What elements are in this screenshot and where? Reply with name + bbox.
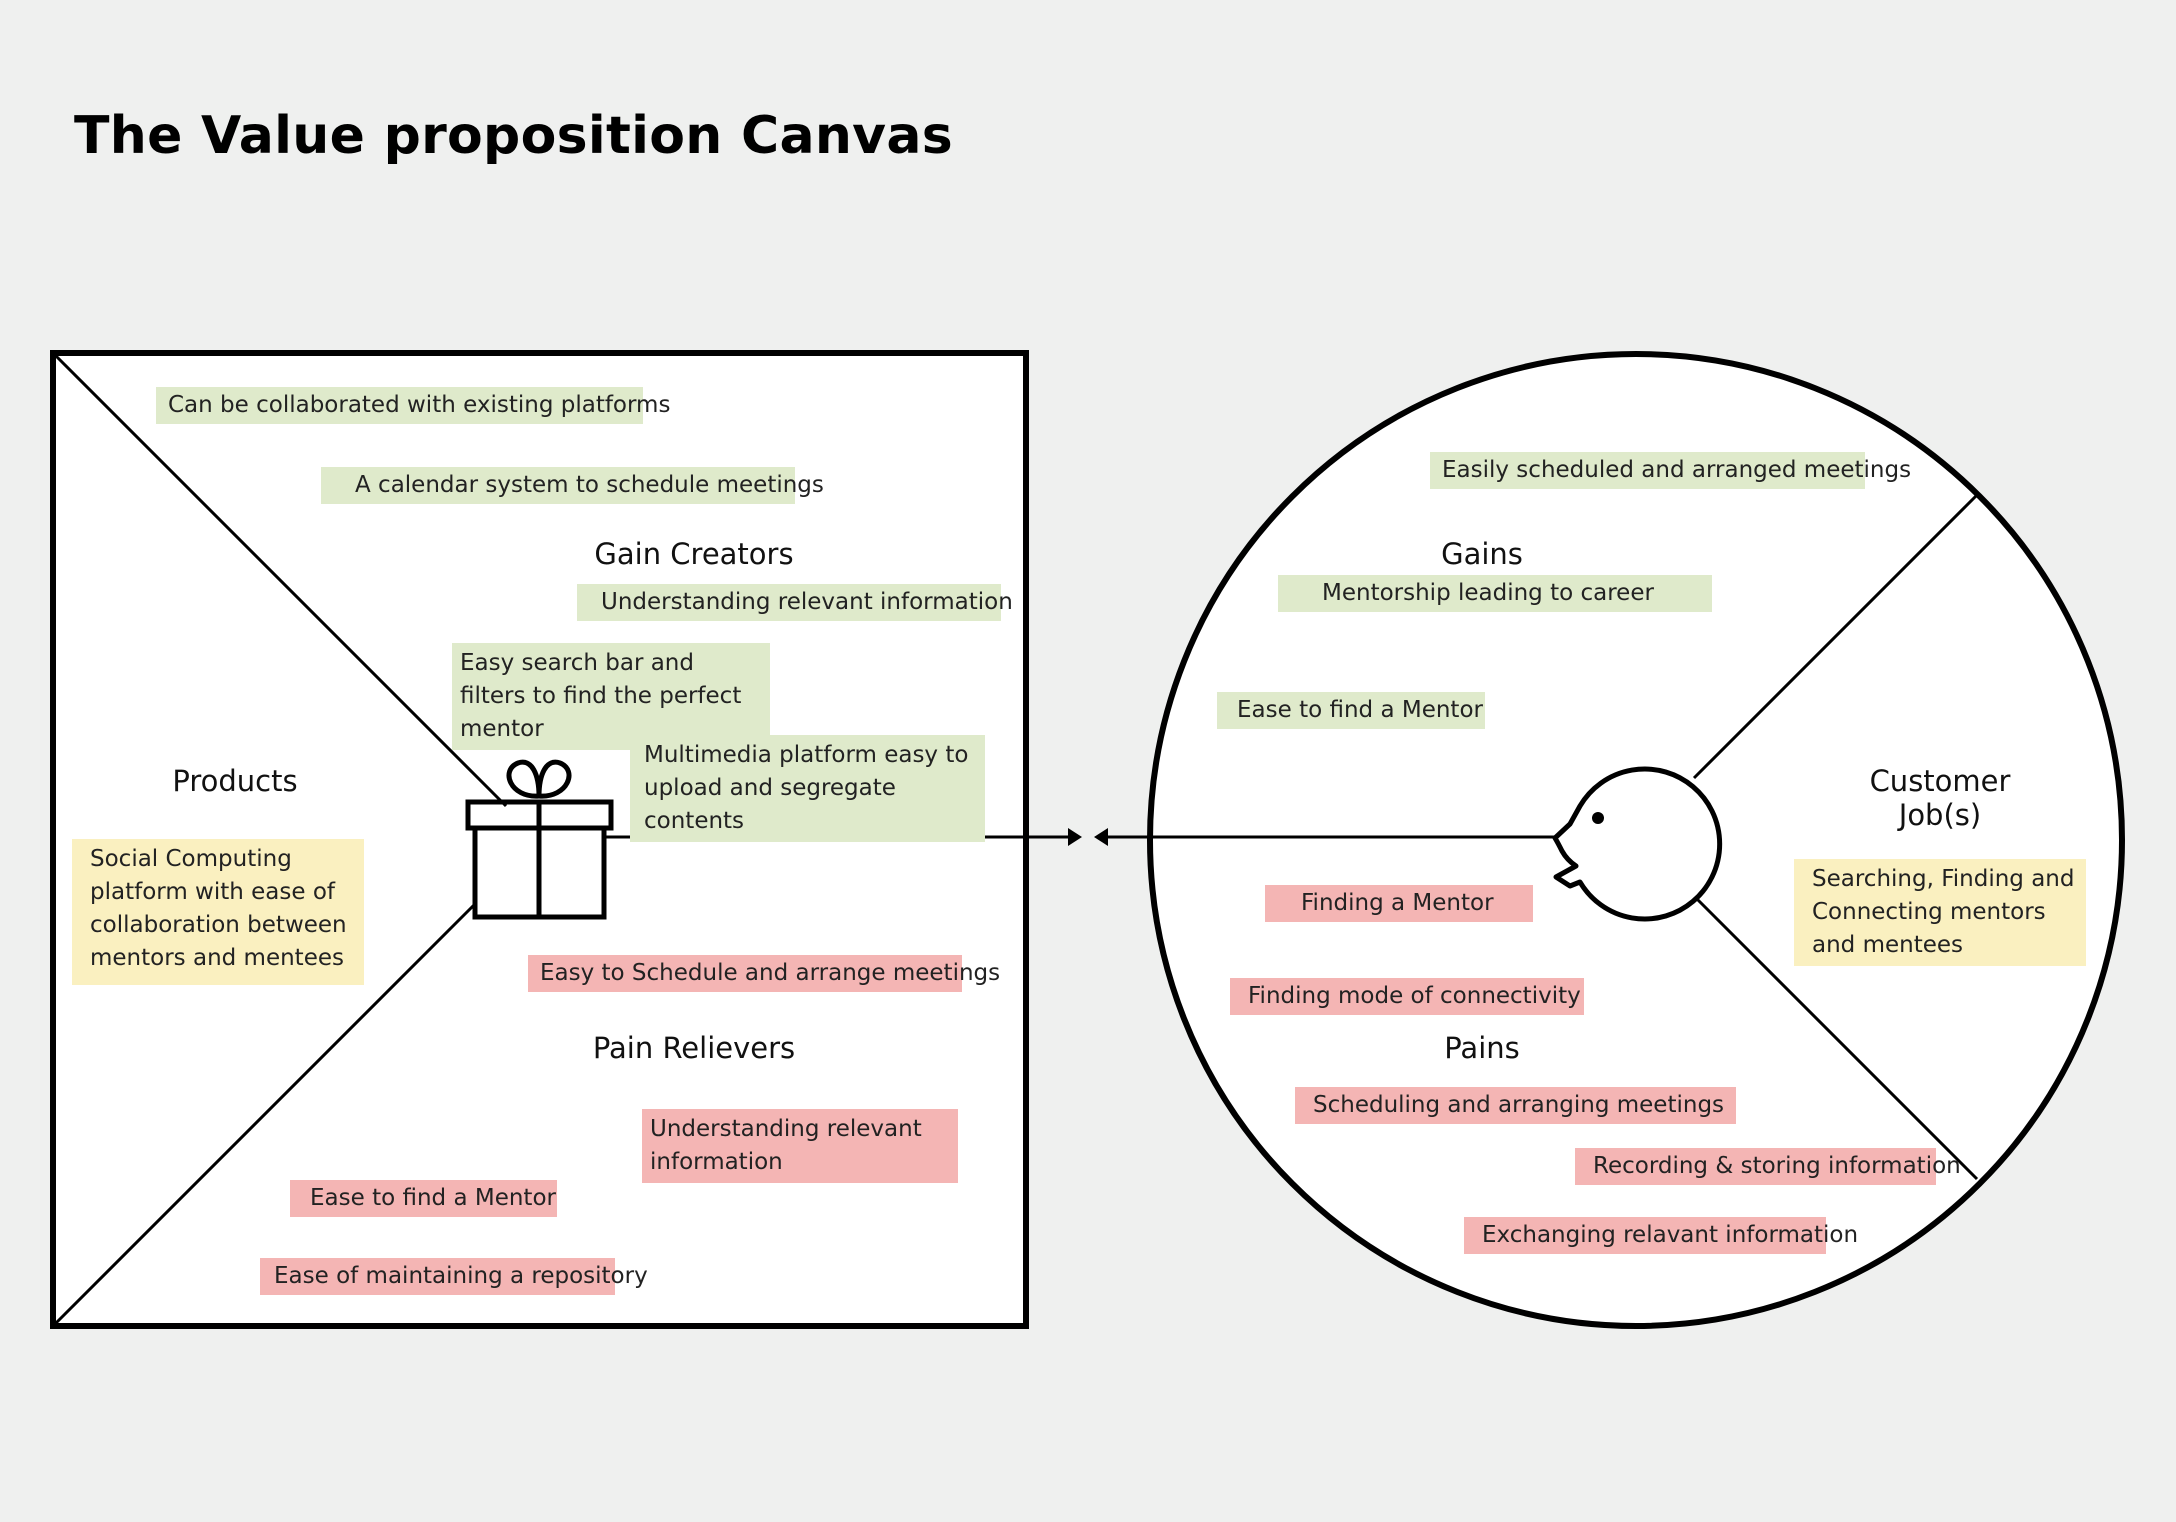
- value-map-divider-upper: [54, 354, 508, 808]
- sticky-note: Easily scheduled and arranged meetings: [1430, 452, 1911, 489]
- label-customer-jobs: Customer Job(s): [1869, 764, 2011, 832]
- face-icon: [1552, 766, 1723, 922]
- customer-divider-upper: [1692, 494, 1978, 780]
- sticky-note: Finding mode of connectivity: [1230, 978, 1584, 1015]
- sticky-note: Social Computing platform with ease of c…: [72, 839, 364, 985]
- customer-divider-lower: [1692, 894, 1979, 1181]
- fit-arrowhead-left: [1094, 828, 1108, 846]
- sticky-note: Ease to find a Mentor: [290, 1180, 557, 1217]
- value-map-divider-lower: [54, 903, 476, 1325]
- sticky-note: Exchanging relavant information: [1464, 1217, 1858, 1254]
- page-title: The Value proposition Canvas: [74, 106, 954, 166]
- sticky-note: Finding a Mentor: [1265, 885, 1533, 922]
- sticky-note: Easy search bar and filters to find the …: [452, 643, 770, 750]
- label-gain-creators: Gain Creators: [594, 537, 794, 571]
- label-pains: Pains: [1444, 1031, 1520, 1065]
- sticky-note: Ease to find a Mentor: [1217, 692, 1485, 729]
- label-pain-relievers: Pain Relievers: [592, 1031, 796, 1065]
- sticky-note: Can be collaborated with existing platfo…: [156, 387, 670, 424]
- sticky-note: Multimedia platform easy to upload and s…: [630, 735, 985, 842]
- sticky-note: Mentorship leading to career: [1278, 575, 1712, 612]
- fit-arrowhead-right: [1068, 828, 1082, 846]
- label-gains: Gains: [1441, 537, 1523, 571]
- sticky-note: Recording & storing information: [1575, 1148, 1961, 1185]
- sticky-note: Scheduling and arranging meetings: [1295, 1087, 1736, 1124]
- sticky-note: Searching, Finding and Connecting mentor…: [1794, 859, 2086, 966]
- gift-icon: [465, 759, 614, 920]
- sticky-note: Understanding relevant information: [577, 584, 1013, 621]
- sticky-note: A calendar system to schedule meetings: [321, 467, 824, 504]
- sticky-note: Understanding relevant information: [642, 1109, 958, 1183]
- sticky-note: Ease of maintaining a repository: [260, 1258, 648, 1295]
- label-products: Products: [172, 764, 298, 798]
- sticky-note: Easy to Schedule and arrange meetings: [528, 955, 1000, 992]
